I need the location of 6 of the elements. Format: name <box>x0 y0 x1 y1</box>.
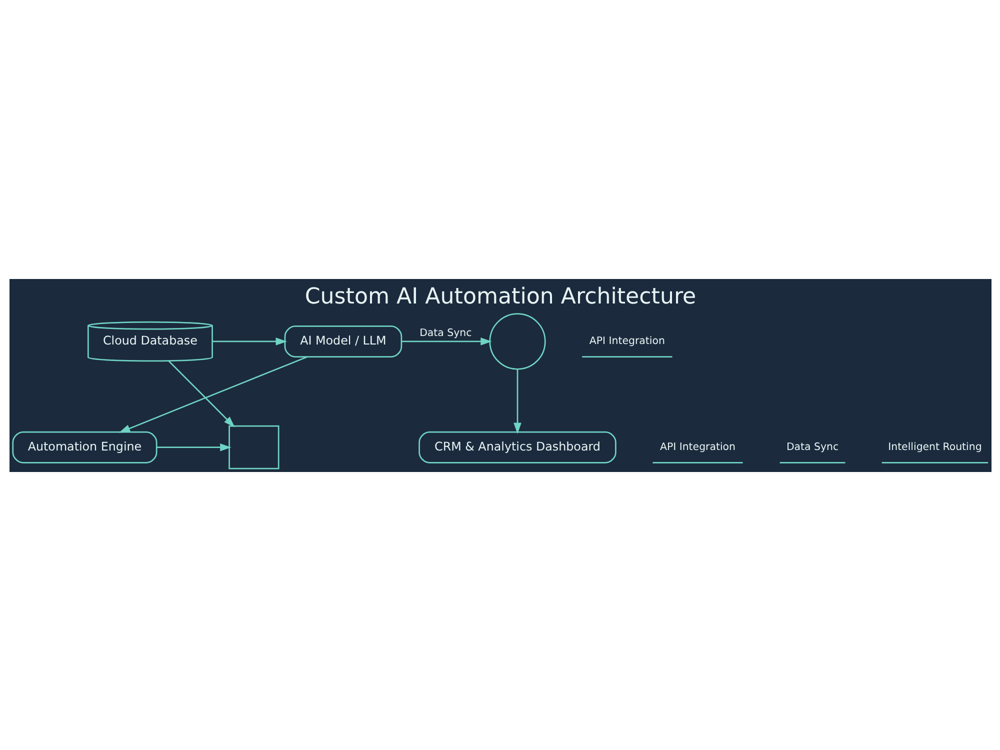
diagram-title: Custom AI Automation Architecture <box>304 282 696 309</box>
edge-label: Data Sync <box>419 328 472 339</box>
label: Data Sync <box>786 441 838 452</box>
label: API Integration <box>660 441 735 452</box>
label: API Integration <box>588 336 664 347</box>
label: Intelligent Routing <box>888 441 982 452</box>
